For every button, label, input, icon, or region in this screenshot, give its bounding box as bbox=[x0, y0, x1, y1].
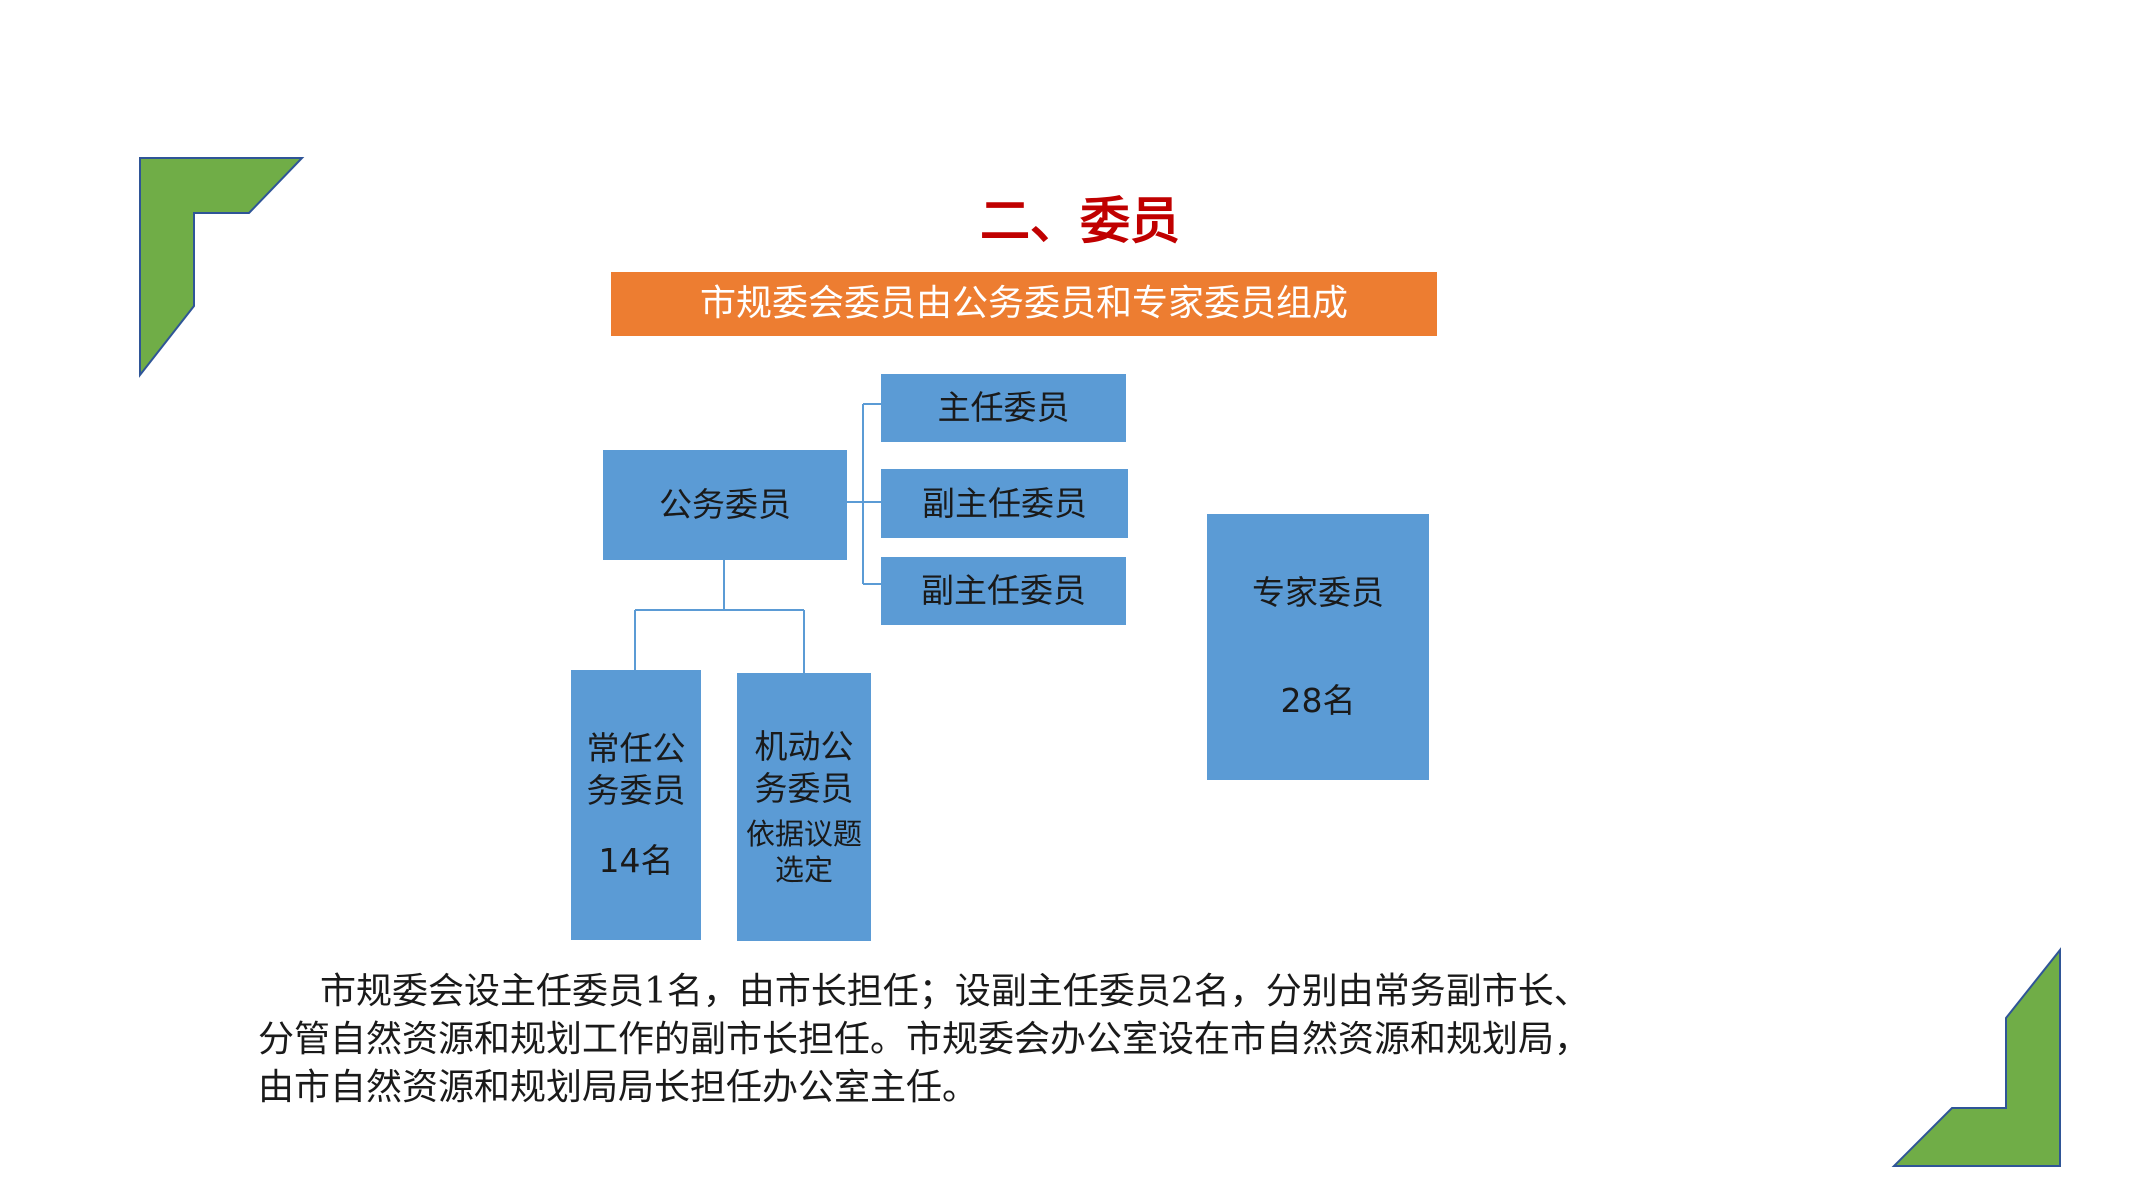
paragraph-line-1-text: 市规委会设主任委员1名，由市长担任；设副主任委员2名，分别由常务副市长、 bbox=[320, 971, 1590, 1012]
paragraph-line-1: 市规委会设主任委员1名，由市长担任；设副主任委员2名，分别由常务副市长、 bbox=[258, 968, 1738, 1016]
banner: 市规委会委员由公务委员和专家委员组成 bbox=[611, 272, 1437, 336]
mobile-members-note1: 依据议题 bbox=[745, 817, 862, 851]
deputy-director-label-2: 副主任委员 bbox=[921, 571, 1086, 610]
description-paragraph: 市规委会设主任委员1名，由市长担任；设副主任委员2名，分别由常务副市长、 分管自… bbox=[258, 968, 1738, 1112]
mobile-members-box: 机动公 务委员 依据议题 选定 bbox=[737, 673, 871, 941]
deputy-director-label-1: 副主任委员 bbox=[922, 483, 1087, 523]
official-members-box: 公务委员 bbox=[603, 450, 847, 560]
corner-decoration-bottom-right bbox=[1891, 947, 2061, 1167]
slide-title: 二、委员 bbox=[980, 192, 1180, 250]
director-box: 主任委员 bbox=[881, 374, 1126, 442]
official-members-label: 公务委员 bbox=[659, 485, 791, 524]
corner-decoration-top-left bbox=[139, 157, 305, 378]
paragraph-line-3: 由市自然资源和规划局局长担任办公室主任。 bbox=[258, 1067, 979, 1108]
deputy-director-box-2: 副主任委员 bbox=[881, 557, 1126, 625]
standing-members-line1: 常任公 bbox=[586, 729, 686, 768]
mobile-members-line2: 务委员 bbox=[754, 769, 854, 808]
standing-members-count: 14名 bbox=[598, 841, 674, 880]
mobile-members-line1: 机动公 bbox=[754, 727, 854, 766]
expert-members-label: 专家委员 bbox=[1252, 573, 1384, 612]
standing-members-box: 常任公 务委员 14名 bbox=[571, 670, 701, 940]
standing-members-line2: 务委员 bbox=[586, 771, 686, 810]
paragraph-line-2: 分管自然资源和规划工作的副市长担任。市规委会办公室设在市自然资源和规划局， bbox=[258, 1019, 1591, 1060]
mobile-members-note2: 选定 bbox=[774, 853, 833, 887]
deputy-director-box-1: 副主任委员 bbox=[881, 469, 1128, 538]
expert-members-box: 专家委员 28名 bbox=[1207, 514, 1429, 780]
expert-members-count: 28名 bbox=[1280, 681, 1356, 720]
director-label: 主任委员 bbox=[937, 388, 1070, 427]
